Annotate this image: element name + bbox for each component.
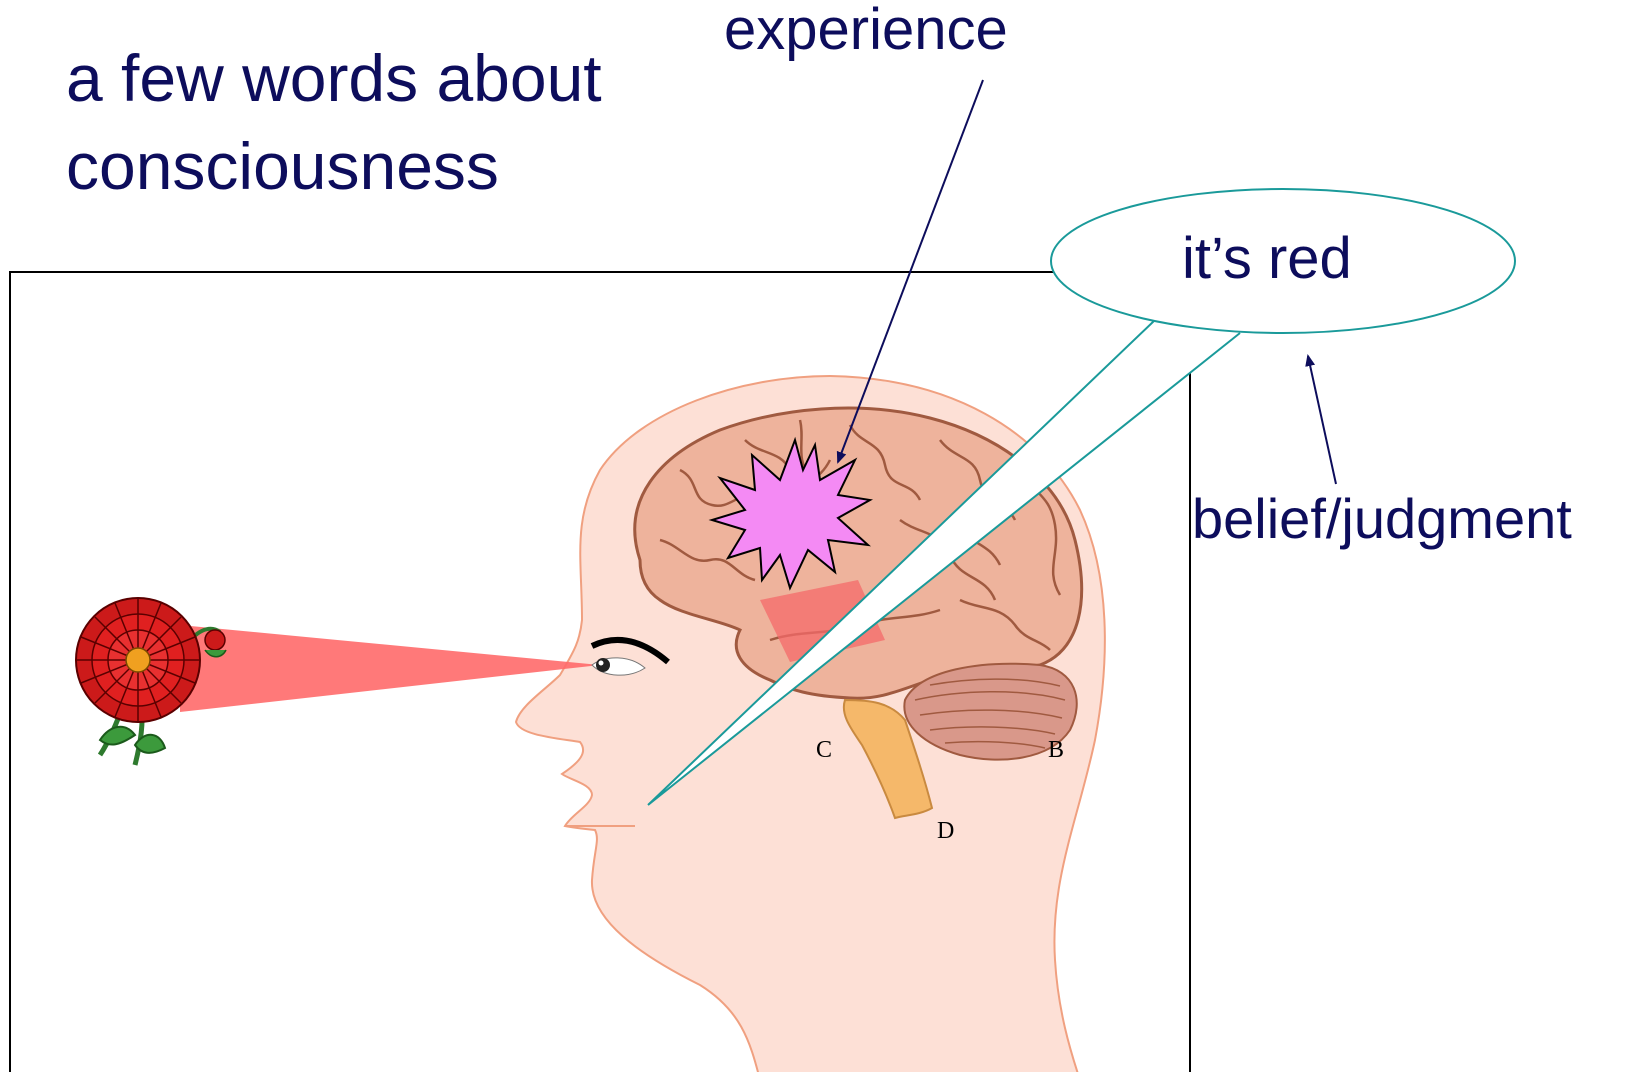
belief-judgment-label: belief/judgment	[1192, 486, 1572, 551]
title-line-2: consciousness	[66, 122, 602, 210]
title-line-1: a few words about	[66, 34, 602, 122]
slide-title: a few words about consciousness	[66, 34, 602, 210]
eye-glint	[599, 661, 604, 666]
brain-label-b: B	[1048, 737, 1064, 764]
speech-bubble-text: it’s red	[1182, 225, 1352, 292]
belief-arrow	[1308, 356, 1336, 484]
brain-label-c: C	[816, 737, 832, 764]
brain-label-d: D	[937, 818, 954, 845]
experience-label: experience	[724, 0, 1008, 63]
eye-pupil	[596, 658, 610, 672]
